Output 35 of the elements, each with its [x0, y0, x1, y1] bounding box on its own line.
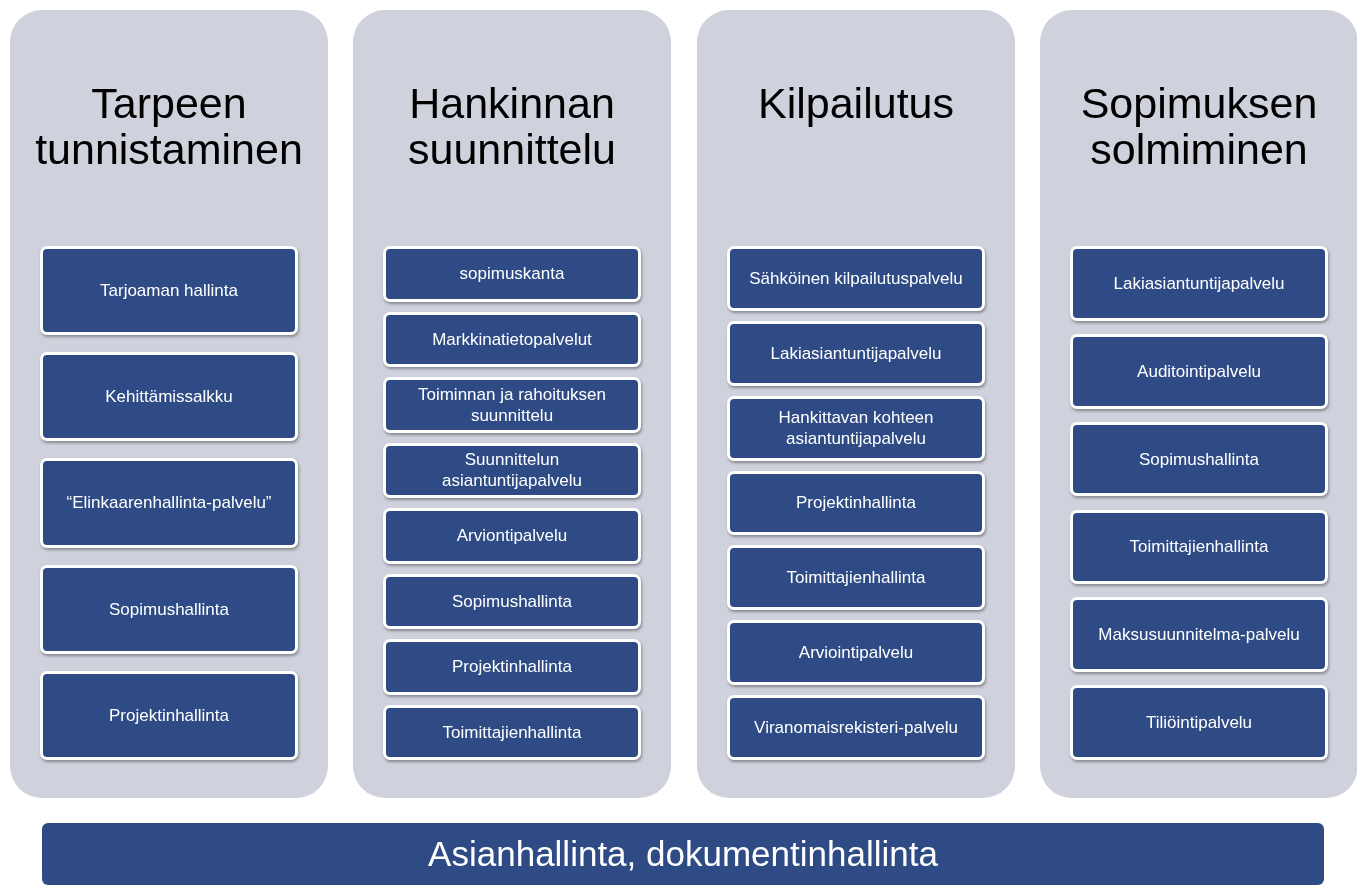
service-box: Lakiasiantuntijapalvelu: [1070, 246, 1328, 321]
banner-bar: Asianhallinta, dokumentinhallinta: [42, 823, 1324, 885]
service-box: Projektinhallinta: [40, 670, 298, 760]
service-box: Tarjoaman hallinta: [40, 246, 298, 336]
service-box: sopimuskanta: [383, 246, 641, 302]
column-panel: [697, 10, 1015, 798]
column-title: Hankinnan suunnittelu: [407, 80, 617, 172]
column-panel: [10, 10, 328, 798]
column-title: Tarpeen tunnistaminen: [34, 80, 304, 172]
column-panel: [353, 10, 671, 798]
service-box: Toimittajienhallinta: [727, 545, 985, 611]
service-box: Lakiasiantuntijapalvelu: [727, 320, 985, 386]
service-box: Hankittavan kohteen asiantuntijapalvelu: [727, 395, 985, 461]
service-box: Kehittämissalkku: [40, 352, 298, 442]
column-title: Kilpailutus: [757, 80, 955, 126]
service-box: Projektinhallinta: [383, 639, 641, 695]
service-box: Viranomaisrekisteri-palvelu: [727, 695, 985, 760]
service-box: Arviontipalvelu: [383, 508, 641, 564]
service-box: Tiliöintipalvelu: [1070, 685, 1328, 760]
service-box: Sopimushallinta: [40, 564, 298, 654]
column-panel: [1040, 10, 1357, 798]
service-box: “Elinkaarenhallinta-palvelu”: [40, 458, 298, 548]
column-title: Sopimuksen solmiminen: [1079, 80, 1319, 172]
service-box: Sopimushallinta: [383, 573, 641, 629]
service-box: Suunnittelun asiantuntijapalvelu: [383, 442, 641, 498]
service-box: Maksusuunnitelma-palvelu: [1070, 597, 1328, 673]
service-box: Toimittajienhallinta: [383, 704, 641, 760]
service-box: Markkinatietopalvelut: [383, 311, 641, 367]
service-box: Toimittajienhallinta: [1070, 509, 1328, 585]
service-box: Auditointipalvelu: [1070, 333, 1328, 409]
service-box: Toiminnan ja rahoituksen suunnittelu: [383, 377, 641, 433]
service-box: Arviointipalvelu: [727, 620, 985, 686]
service-box: Sopimushallinta: [1070, 421, 1328, 497]
service-box: Projektinhallinta: [727, 470, 985, 536]
service-box: Sähköinen kilpailutuspalvelu: [727, 246, 985, 311]
